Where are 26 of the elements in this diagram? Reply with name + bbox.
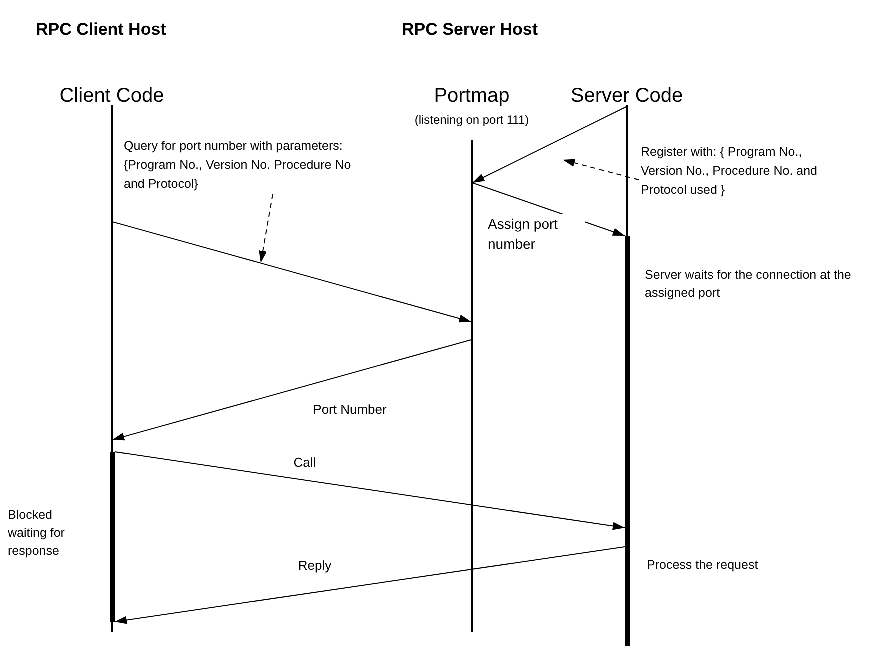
lifeline-title: Server Code (570, 84, 684, 109)
leader-arrow (259, 194, 274, 264)
lifeline (111, 105, 113, 632)
activation-bar (110, 452, 115, 622)
message-label: Port Number (311, 402, 389, 417)
lifeline-title: Client Code (60, 84, 164, 109)
message-label: Reply (296, 558, 334, 573)
message-arrow (472, 106, 627, 184)
host-heading: RPC Client Host (36, 19, 166, 41)
leader-arrow (562, 159, 640, 180)
annotation-text: Register with: { Program No., Version No., Procedure No. and Protocol used } (641, 143, 826, 200)
activation-note: Process the request (647, 557, 760, 574)
lifeline (471, 140, 473, 632)
message-arrow (114, 546, 626, 624)
activation-bar (625, 236, 630, 646)
lifeline (626, 105, 628, 236)
message-label: Call (292, 455, 318, 470)
host-heading: RPC Server Host (402, 19, 538, 41)
lifeline-note: (listening on port 111) (414, 112, 530, 129)
message-arrow (112, 222, 472, 323)
message-arrow (112, 340, 472, 441)
message-arrow (114, 452, 626, 530)
lifeline-title: Portmap (434, 84, 510, 109)
activation-note: Server waits for the connection at the assigned port (645, 267, 852, 302)
annotation-text: Query for port number with parameters: {Program No., Version No. Procedure No and Protocol} (124, 137, 359, 194)
activation-note: Blocked waiting for response (8, 507, 66, 560)
